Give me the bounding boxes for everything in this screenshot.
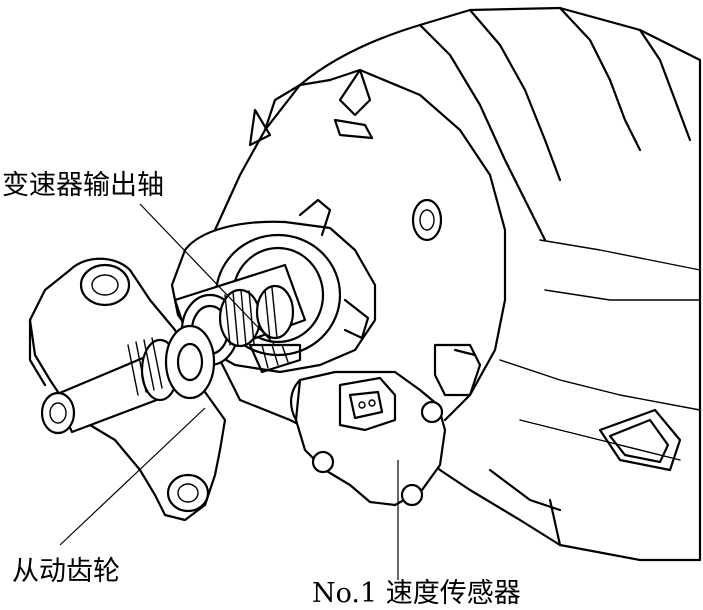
- driven-gear: [40, 324, 216, 435]
- leader-lines: [59, 203, 399, 580]
- speed-sensor-label: No.1 速度传感器: [312, 578, 521, 609]
- leader-output-shaft: [139, 203, 276, 346]
- driven-gear-label: 从动齿轮: [12, 556, 120, 587]
- sensor-rotor: [248, 343, 302, 374]
- speed-sensor: [290, 370, 447, 507]
- leader-driven-gear: [59, 407, 206, 546]
- output-shaft-label: 变速器输出轴: [2, 170, 164, 201]
